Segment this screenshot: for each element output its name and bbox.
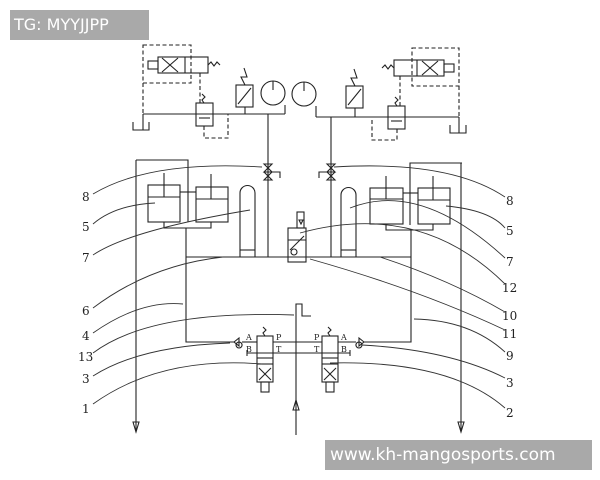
right-accumulator <box>340 187 357 257</box>
label-5-right: 5 <box>506 224 514 238</box>
left-pilot-solenoid-valve <box>142 44 221 103</box>
label-8-left: 8 <box>82 190 90 204</box>
right-directional-valve-2 <box>321 326 339 393</box>
left-check-valve <box>233 336 243 349</box>
right-cylinders <box>369 176 451 257</box>
left-accumulator <box>239 185 256 257</box>
label-10: 10 <box>502 309 517 323</box>
svg-text:P: P <box>276 333 282 342</box>
watermark-top-left: TG: MYYJJPP <box>10 10 149 40</box>
svg-text:A: A <box>245 333 252 342</box>
left-relief-valve <box>195 93 229 139</box>
label-1: 1 <box>82 402 90 416</box>
label-7-left: 7 <box>82 251 90 265</box>
tank-icon <box>449 125 467 134</box>
label-2: 2 <box>506 406 514 420</box>
label-6: 6 <box>82 304 90 318</box>
label-3-left: 3 <box>82 372 90 386</box>
label-12: 12 <box>502 281 517 295</box>
tank-icon <box>132 122 150 131</box>
tank-13 <box>295 303 311 317</box>
label-3-right: 3 <box>506 376 514 390</box>
label-13: 13 <box>78 350 93 364</box>
label-8-right: 8 <box>506 194 514 208</box>
arrow-down-icon <box>457 421 465 434</box>
label-4: 4 <box>82 329 90 343</box>
left-shutoff-valve <box>262 163 274 181</box>
arrow-up-icon <box>292 398 300 411</box>
center-check-valve-12 <box>287 211 307 263</box>
label-9: 9 <box>506 349 514 363</box>
leader-lines <box>92 165 506 409</box>
left-pressure-switch <box>235 67 254 114</box>
label-5-left: 5 <box>82 220 90 234</box>
left-directional-valve-1 <box>256 326 274 393</box>
left-cylinders <box>147 173 229 257</box>
svg-text:A: A <box>340 333 347 342</box>
right-relief-valve <box>371 96 406 141</box>
label-11: 11 <box>502 327 517 341</box>
right-pilot-solenoid-valve <box>381 47 460 106</box>
right-check-valve <box>355 336 365 349</box>
svg-text:T: T <box>276 345 282 354</box>
watermark-bottom-right: www.kh-mangosports.com <box>325 440 592 470</box>
arrow-down-icon <box>132 421 140 434</box>
label-7-right: 7 <box>506 255 514 269</box>
svg-text:P: P <box>314 333 320 342</box>
svg-text:B: B <box>341 345 347 354</box>
svg-text:T: T <box>314 345 320 354</box>
svg-text:B: B <box>246 345 252 354</box>
right-pressure-switch <box>345 68 364 117</box>
